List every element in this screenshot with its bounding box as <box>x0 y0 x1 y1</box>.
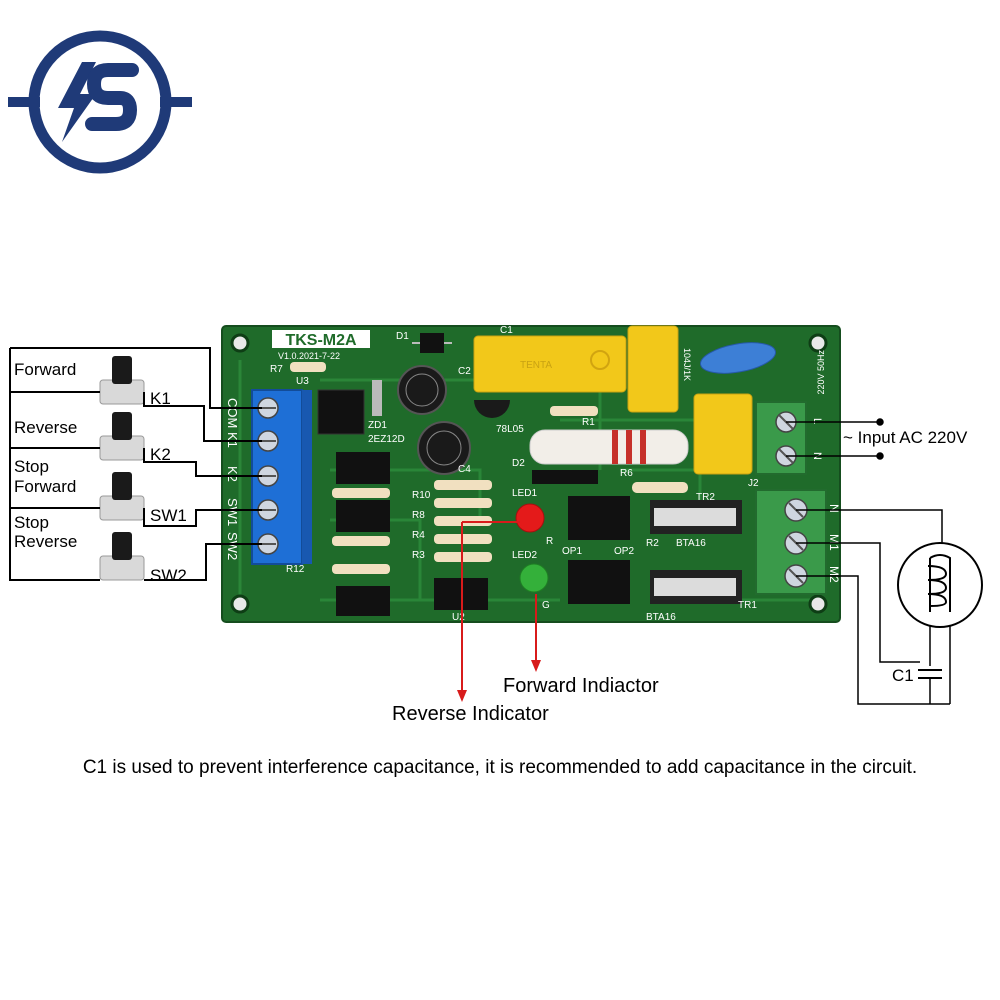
svg-text:2EZ12D: 2EZ12D <box>368 434 405 445</box>
svg-text:OP1: OP1 <box>562 546 582 557</box>
sw1-label: SW1 <box>150 506 187 525</box>
motor-output-terminal <box>755 489 827 595</box>
stop-reverse-label-line2: Reverse <box>14 532 78 551</box>
pcb-ref-labels: D1 C1 C2 R7 U3 ZD1 2EZ12D 78L05 R1 C4 D2… <box>270 325 759 623</box>
svg-text:C2: C2 <box>458 366 471 377</box>
k2-label: K2 <box>150 445 171 464</box>
cap-brand-label: TENTA <box>520 360 552 371</box>
svg-text:R1: R1 <box>582 417 595 428</box>
cap-marking: 104J/1K <box>682 348 692 381</box>
svg-text:C4: C4 <box>458 464 471 475</box>
brand-logo <box>8 30 192 174</box>
svg-text:R10: R10 <box>412 490 431 501</box>
input-ac-label: ~ Input AC 220V <box>843 428 968 447</box>
svg-text:L: L <box>811 418 823 424</box>
stop-forward-label-line2: Forward <box>14 477 77 496</box>
svg-text:R6: R6 <box>620 468 633 479</box>
svg-text:D1: D1 <box>396 331 409 342</box>
svg-text:TR2: TR2 <box>696 492 715 503</box>
led-red-indicator <box>515 503 545 533</box>
caption-note: C1 is used to prevent interference capac… <box>82 757 918 778</box>
reverse-indicator-label: Reverse Indicator <box>392 703 549 725</box>
svg-text:COM: COM <box>225 398 240 428</box>
svg-text:U3: U3 <box>296 376 309 387</box>
stop-reverse-switch-icon <box>99 532 145 581</box>
svg-text:D2: D2 <box>512 458 525 469</box>
svg-text:R: R <box>546 536 553 547</box>
svg-text:G: G <box>542 600 550 611</box>
svg-text:TR1: TR1 <box>738 600 757 611</box>
stop-forward-label-line1: Stop <box>14 457 49 476</box>
ac-wiring <box>786 418 884 460</box>
board-model: TKS-M2A <box>285 332 357 349</box>
motor-wiring <box>796 509 951 705</box>
svg-text:U2: U2 <box>452 612 465 623</box>
svg-text:LED1: LED1 <box>512 488 537 499</box>
board-version: V1.0.2021-7-22 <box>278 351 340 361</box>
svg-text:R2: R2 <box>646 538 659 549</box>
forward-switch-icon <box>99 356 145 405</box>
ac-input-terminal <box>755 401 807 475</box>
svg-text:BTA16: BTA16 <box>646 612 676 623</box>
svg-text:ZD1: ZD1 <box>368 420 387 431</box>
svg-text:R3: R3 <box>412 550 425 561</box>
reverse-switch-icon <box>99 412 145 461</box>
svg-text:C1: C1 <box>500 325 513 336</box>
motor-icon <box>897 542 983 628</box>
svg-text:R8: R8 <box>412 510 425 521</box>
svg-text:N: N <box>827 504 841 513</box>
forward-label: Forward <box>14 360 77 379</box>
svg-text:SW1: SW1 <box>225 498 240 526</box>
indicator-arrows <box>457 521 541 702</box>
ac-rating: 220V 50Hz <box>816 350 826 395</box>
svg-text:SW2: SW2 <box>225 532 240 560</box>
capacitor-c1-icon <box>918 669 942 704</box>
svg-text:R12: R12 <box>286 564 305 575</box>
svg-text:R4: R4 <box>412 530 425 541</box>
svg-text:BTA16: BTA16 <box>676 538 706 549</box>
svg-text:K1: K1 <box>225 432 240 448</box>
reverse-label: Reverse <box>14 418 78 437</box>
svg-text:J2: J2 <box>748 478 759 489</box>
svg-text:K2: K2 <box>225 466 240 482</box>
push-buttons <box>99 356 145 581</box>
svg-text:OP2: OP2 <box>614 546 634 557</box>
forward-indicator-label: Forward Indiactor <box>503 675 659 697</box>
control-terminal-labels: COM K1 K2 SW1 SW2 <box>225 398 240 560</box>
svg-text:R7: R7 <box>270 364 283 375</box>
stop-forward-switch-icon <box>99 472 145 521</box>
stop-reverse-label-line1: Stop <box>14 513 49 532</box>
svg-text:M2: M2 <box>827 566 841 583</box>
components: TENTA 104J/1K <box>290 325 777 616</box>
k1-label: K1 <box>150 389 171 408</box>
svg-text:78L05: 78L05 <box>496 424 524 435</box>
led-green-indicator <box>519 563 549 593</box>
control-wiring <box>9 347 262 581</box>
svg-text:LED2: LED2 <box>512 550 537 561</box>
model-label-bg <box>272 330 370 348</box>
c1-label: C1 <box>892 666 914 685</box>
sw2-label: SW2 <box>150 566 187 585</box>
